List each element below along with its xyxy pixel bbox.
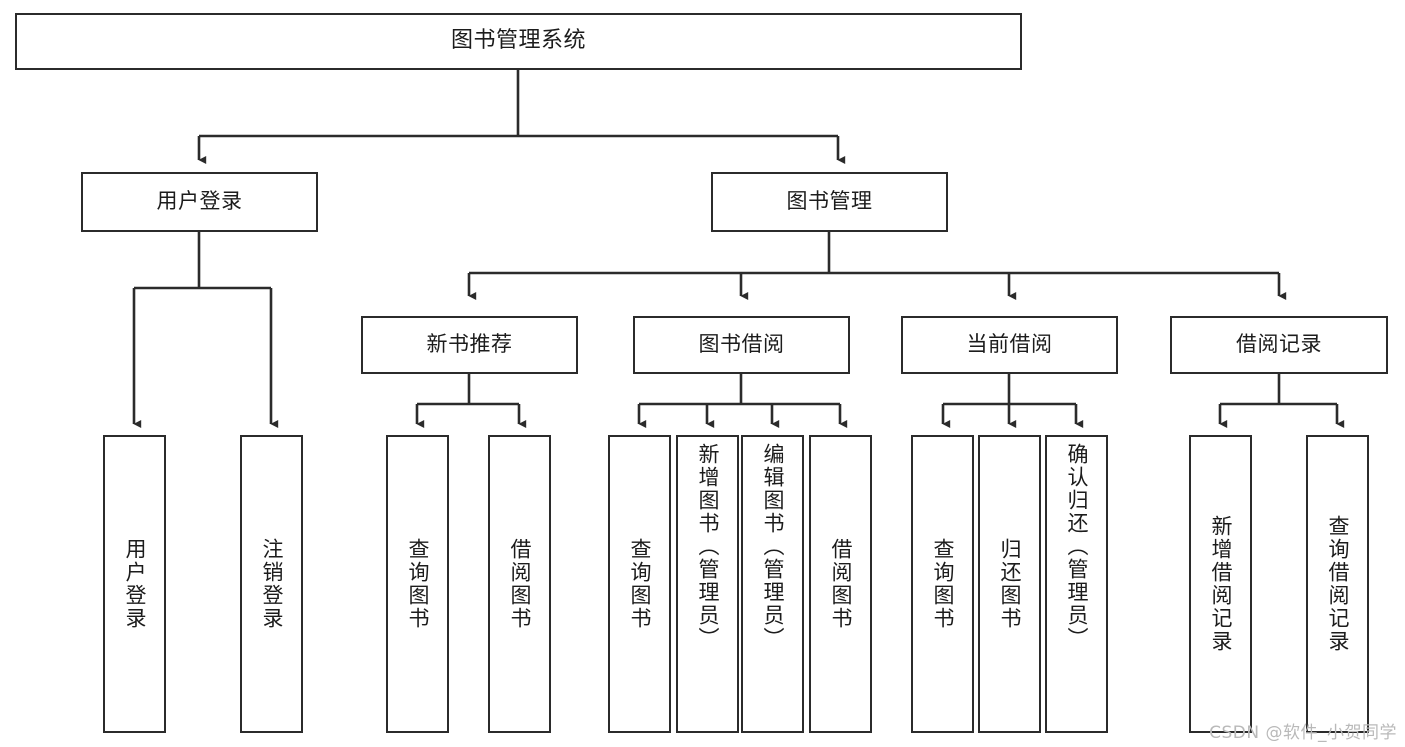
leaf-current-borrow-return[interactable]: 归还图书 — [978, 435, 1041, 733]
node-label: 图书管理 — [786, 189, 873, 214]
node-book-management[interactable]: 图书管理 — [711, 172, 948, 232]
node-label: 新增图书（管理员） — [695, 443, 720, 650]
leaf-current-borrow-query[interactable]: 查询图书 — [911, 435, 974, 733]
node-label: 确认归还（管理员） — [1064, 443, 1089, 650]
leaf-user-login-login[interactable]: 用户登录 — [103, 435, 166, 733]
node-label: 查询图书 — [405, 538, 430, 630]
node-label: 查询图书 — [627, 538, 652, 630]
leaf-borrow-record-query[interactable]: 查询借阅记录 — [1306, 435, 1369, 733]
node-label: 图书管理系统 — [450, 28, 586, 54]
node-root-book-management-system[interactable]: 图书管理系统 — [15, 13, 1022, 70]
node-user-login[interactable]: 用户登录 — [81, 172, 318, 232]
node-book-borrow[interactable]: 图书借阅 — [633, 316, 850, 374]
leaf-new-book-query[interactable]: 查询图书 — [386, 435, 449, 733]
node-label: 新增借阅记录 — [1208, 515, 1233, 653]
node-current-borrow[interactable]: 当前借阅 — [901, 316, 1118, 374]
leaf-user-login-logout[interactable]: 注销登录 — [240, 435, 303, 733]
node-label: 归还图书 — [997, 538, 1022, 630]
node-label: 注销登录 — [259, 538, 284, 630]
leaf-book-borrow-borrow[interactable]: 借阅图书 — [809, 435, 872, 733]
node-label: 查询图书 — [930, 538, 955, 630]
node-label: 图书借阅 — [698, 332, 785, 357]
node-new-book-recommend[interactable]: 新书推荐 — [361, 316, 578, 374]
node-label: 新书推荐 — [426, 332, 513, 357]
csdn-watermark: CSDN @软件_小贺同学 — [1209, 723, 1397, 743]
leaf-book-borrow-query[interactable]: 查询图书 — [608, 435, 671, 733]
node-label: 查询借阅记录 — [1325, 515, 1350, 653]
leaf-borrow-record-add[interactable]: 新增借阅记录 — [1189, 435, 1252, 733]
node-label: 借阅图书 — [507, 538, 532, 630]
node-label: 借阅图书 — [828, 538, 853, 630]
node-label: 用户登录 — [156, 189, 243, 214]
node-borrow-record[interactable]: 借阅记录 — [1170, 316, 1388, 374]
node-label: 借阅记录 — [1236, 332, 1322, 357]
node-label: 当前借阅 — [966, 332, 1053, 357]
leaf-book-borrow-add[interactable]: 新增图书（管理员） — [676, 435, 739, 733]
leaf-current-borrow-confirm-return[interactable]: 确认归还（管理员） — [1045, 435, 1108, 733]
node-label: 用户登录 — [122, 538, 147, 630]
leaf-new-book-borrow[interactable]: 借阅图书 — [488, 435, 551, 733]
node-label: 编辑图书（管理员） — [760, 443, 785, 650]
leaf-book-borrow-edit[interactable]: 编辑图书（管理员） — [741, 435, 804, 733]
